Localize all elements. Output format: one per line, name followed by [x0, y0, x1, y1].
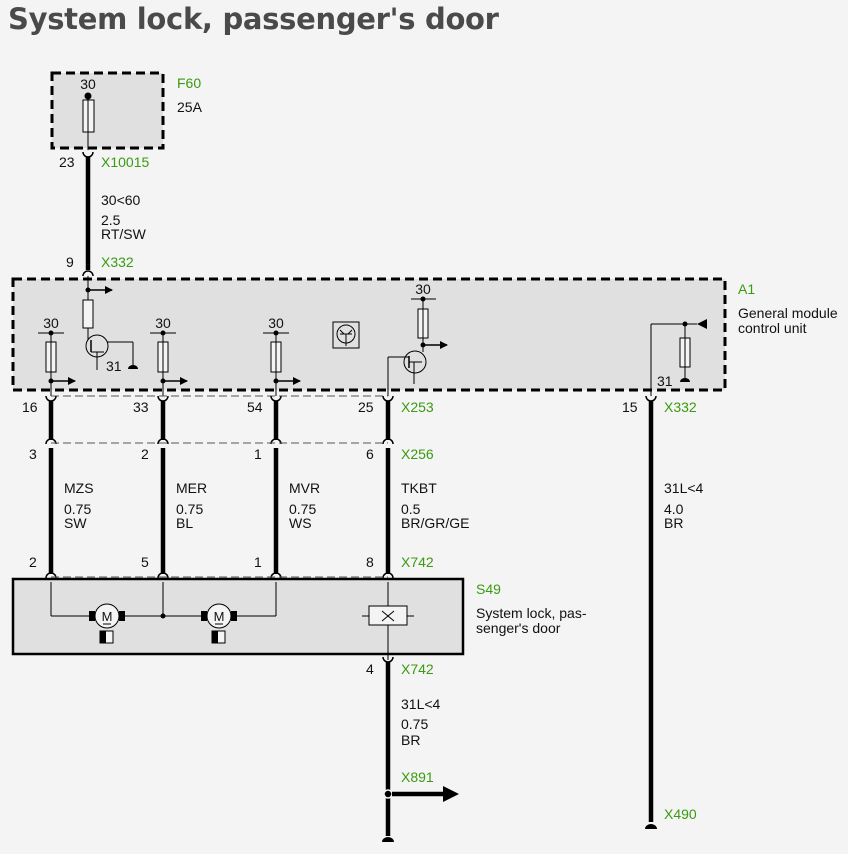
x742-pin: 2 [29, 554, 37, 570]
svg-text:30: 30 [155, 315, 171, 331]
a1-id: A1 [738, 281, 755, 297]
supply-size: 2.5 [101, 212, 121, 228]
x253-pin: 16 [22, 399, 38, 415]
svg-text:0.75: 0.75 [401, 716, 428, 732]
pullup-16: 30 [38, 315, 76, 396]
s49-desc-1: System lock, pas- [476, 605, 587, 621]
x253-label[interactable]: X253 [401, 399, 434, 415]
svg-text:31L<4: 31L<4 [401, 696, 441, 712]
x253-pin: 54 [247, 399, 263, 415]
page-title: System lock, passenger's door [8, 2, 499, 36]
x256-pin: 3 [29, 446, 37, 462]
motor-icon: M [201, 603, 237, 644]
ground-resistor-15: 31 [650, 319, 707, 396]
motor-icon: M [89, 603, 125, 644]
svg-text:30: 30 [268, 315, 284, 331]
x256-pin: 2 [141, 446, 149, 462]
component-s49[interactable]: M M [11, 577, 465, 660]
pullup-54: 30 [263, 315, 301, 396]
x332-top-label[interactable]: X332 [101, 254, 134, 270]
f60-pin-label: 30 [80, 76, 96, 92]
wire-label-mer: MER 0.75 BL [176, 480, 207, 531]
switch-icon [362, 582, 414, 660]
svg-text:BR/GR/GE: BR/GR/GE [401, 515, 469, 531]
x742-bottom-label[interactable]: X742 [401, 661, 434, 677]
a1-desc-1: General module [738, 305, 838, 321]
x253-pin: 33 [133, 399, 149, 415]
svg-text:0.5: 0.5 [401, 501, 421, 517]
wire-label-mvr: MVR 0.75 WS [289, 480, 320, 531]
x742-top-label[interactable]: X742 [401, 554, 434, 570]
svg-text:BL: BL [176, 515, 193, 531]
x10015-pin: 23 [59, 154, 75, 170]
x332-right-pin: 15 [622, 399, 638, 415]
x256-pin: 1 [254, 446, 262, 462]
s49-desc-2: senger's door [476, 620, 561, 636]
svg-text:31L<4: 31L<4 [664, 480, 704, 496]
x742-pin: 1 [254, 554, 262, 570]
svg-text:MZS: MZS [64, 480, 94, 496]
svg-text:31: 31 [657, 373, 673, 389]
supply-color: RT/SW [101, 226, 147, 242]
x253-pin: 25 [358, 399, 374, 415]
f60-id: F60 [177, 75, 201, 91]
f60-desc: 25A [177, 99, 203, 115]
x332-right-label[interactable]: X332 [664, 399, 697, 415]
svg-text:0.75: 0.75 [64, 501, 91, 517]
svg-text:MER: MER [176, 480, 207, 496]
a1-ground-pin-left: 31 [106, 358, 122, 374]
svg-text:M: M [214, 609, 225, 624]
x332-top-pin: 9 [66, 254, 74, 270]
svg-text:SW: SW [64, 515, 87, 531]
wire-label-tkbt: TKBT 0.5 BR/GR/GE [401, 480, 469, 531]
svg-text:TKBT: TKBT [401, 480, 437, 496]
wire-supply [82, 151, 94, 277]
x742-pin: 8 [366, 554, 374, 570]
x742-bottom-pin: 4 [366, 661, 374, 677]
a1-desc-2: control unit [738, 320, 807, 336]
output-driver-25: 30 [387, 281, 448, 396]
fuse-f60[interactable]: 30 [50, 71, 165, 150]
wire-label-ground-right: 31L<4 4.0 BR [664, 480, 704, 531]
svg-text:WS: WS [289, 515, 312, 531]
svg-text:0.75: 0.75 [176, 501, 203, 517]
signal-wires [45, 395, 657, 829]
transistor-icon [332, 321, 360, 349]
svg-text:30: 30 [415, 281, 431, 297]
wire-label-mzs: MZS 0.75 SW [64, 480, 94, 531]
svg-text:30: 30 [43, 315, 59, 331]
svg-text:BR: BR [664, 515, 683, 531]
x891-label[interactable]: X891 [401, 769, 434, 785]
wire-ground-bottom [382, 656, 459, 842]
x256-pin: 6 [366, 446, 374, 462]
wire-label-ground-bottom: 31L<4 0.75 BR [401, 696, 441, 748]
x10015-label[interactable]: X10015 [101, 154, 149, 170]
x256-label[interactable]: X256 [401, 446, 434, 462]
svg-text:4.0: 4.0 [664, 501, 684, 517]
module-a1[interactable]: 31 30 30 30 [11, 276, 727, 396]
svg-text:0.75: 0.75 [289, 501, 316, 517]
pullup-33: 30 [150, 315, 188, 396]
svg-text:BR: BR [401, 732, 420, 748]
x490-label[interactable]: X490 [664, 806, 697, 822]
x742-pin: 5 [141, 554, 149, 570]
svg-text:MVR: MVR [289, 480, 320, 496]
s49-id: S49 [476, 581, 501, 597]
svg-text:M: M [102, 609, 113, 624]
supply-signal: 30<60 [101, 192, 141, 208]
